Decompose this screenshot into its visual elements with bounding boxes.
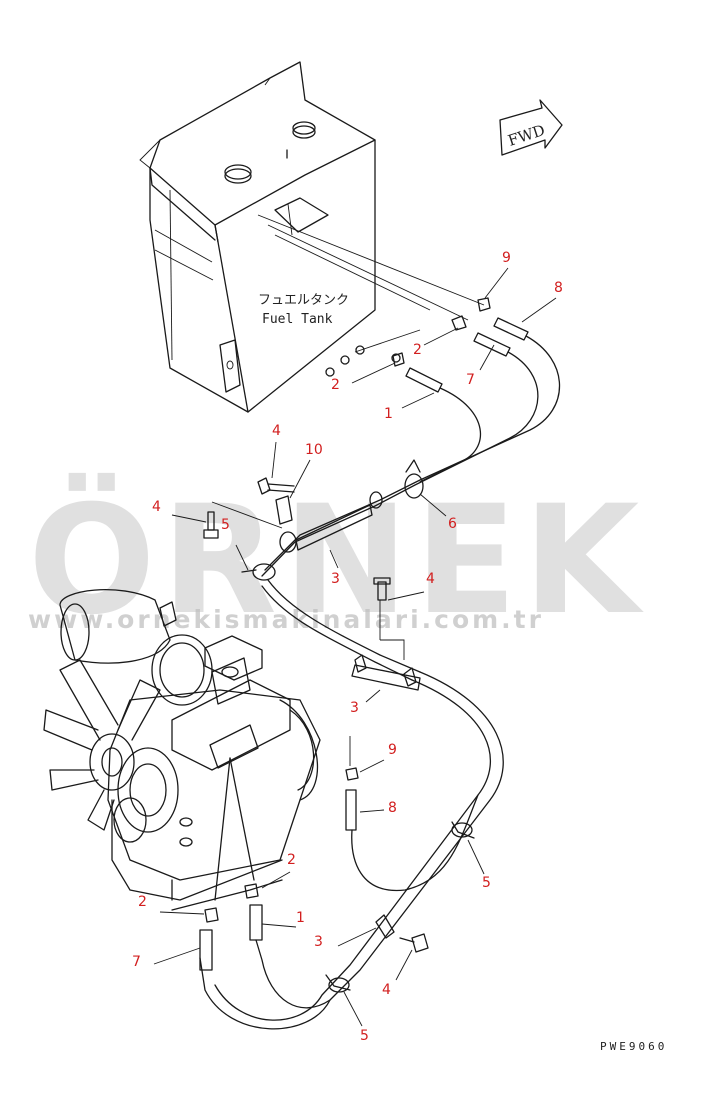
fuel-hoses: [199, 335, 561, 1030]
fwd-direction-marker: FWD: [499, 99, 563, 156]
callout-6: 6: [419, 493, 457, 532]
watermark-brand: ÖRNEK: [28, 472, 645, 648]
callout-5: 5: [221, 517, 249, 571]
bolts: [203, 477, 429, 953]
callout-5: 5: [467, 839, 491, 891]
lower-fittings: [199, 767, 359, 971]
callout-number: 1: [384, 406, 393, 422]
callout-3: 3: [350, 689, 381, 716]
callout-4: 4: [379, 571, 435, 660]
watermark-url: www.ornekismakinalari.com.tr: [28, 605, 544, 634]
fuel-tank-label-en: Fuel Tank: [262, 312, 333, 327]
callout-number: 1: [296, 910, 305, 926]
callout-number: 9: [388, 742, 397, 758]
callout-10: 10: [289, 442, 323, 499]
callout-number: 7: [466, 372, 475, 388]
callout-8: 8: [359, 800, 397, 816]
callout-1: 1: [384, 392, 435, 422]
callout-4: 4: [271, 423, 281, 479]
callout-2: 2: [331, 362, 396, 393]
callout-number: 8: [388, 800, 397, 816]
upper-fittings: [392, 297, 529, 393]
fwd-label: FWD: [506, 121, 548, 150]
callout-number: 7: [132, 954, 141, 970]
callout-4: 4: [382, 949, 413, 998]
assembly-guide-lines: [257, 214, 485, 353]
callout-number: 4: [152, 499, 161, 515]
clamp-brackets: [295, 504, 421, 691]
callout-number: 2: [331, 377, 340, 393]
callout-number: 4: [382, 982, 391, 998]
callout-2: 2: [261, 852, 296, 889]
callout-number: 3: [331, 571, 340, 587]
drawing-code: PWE9060: [600, 1040, 667, 1053]
fuel-tank: フュエルタンク Fuel Tank: [139, 61, 401, 413]
callout-7: 7: [466, 344, 495, 388]
callout-8: 8: [521, 280, 563, 323]
fuel-tank-label-jp: フュエルタンク: [258, 293, 349, 308]
callout-2: 2: [138, 894, 205, 915]
callout-2: 2: [413, 327, 459, 358]
callout-9: 9: [484, 250, 511, 299]
callout-number: 9: [502, 250, 511, 266]
callout-1: 1: [261, 910, 305, 928]
callouts: 9 8 2 7 2 1 4 10: [132, 250, 563, 1044]
callout-7: 7: [132, 947, 201, 970]
callout-number: 5: [221, 517, 230, 533]
callout-3: 3: [314, 927, 377, 950]
engine: [59, 589, 321, 911]
callout-number: 3: [314, 934, 323, 950]
callout-number: 2: [413, 342, 422, 358]
callout-number: 5: [482, 875, 491, 891]
callout-number: 6: [448, 516, 457, 532]
cooling-fan: [43, 659, 161, 831]
fuel-tank-fittings: [325, 345, 401, 377]
callout-number: 3: [350, 700, 359, 716]
callout-4: 4: [152, 499, 283, 529]
callout-9: 9: [349, 736, 397, 773]
callout-5: 5: [343, 991, 369, 1044]
callout-number: 2: [138, 894, 147, 910]
callout-3: 3: [329, 549, 340, 587]
callout-number: 2: [287, 852, 296, 868]
callout-number: 5: [360, 1028, 369, 1044]
callout-number: 8: [554, 280, 563, 296]
callout-number: 4: [426, 571, 435, 587]
watermark: ÖRNEK www.ornekismakinalari.com.tr: [28, 472, 645, 648]
callout-number: 4: [272, 423, 281, 439]
callout-number: 10: [305, 442, 323, 458]
